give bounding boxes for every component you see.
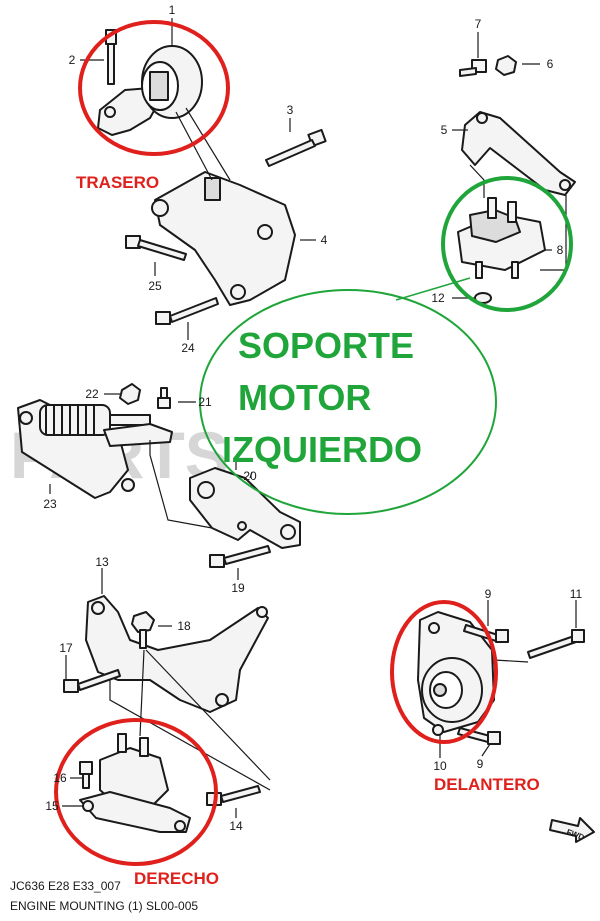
part-label-12: 12: [431, 291, 445, 305]
fwd-arrow-icon: [549, 817, 595, 843]
callout-trasero: TRASERO: [76, 173, 159, 192]
part-label-17: 17: [59, 641, 73, 655]
bolt-25-part: [125, 235, 187, 261]
part-label-16: 16: [53, 771, 67, 785]
soporte-callout-oval-green: [199, 289, 497, 515]
caption-title: ENGINE MOUNTING (1) SL00-005: [10, 899, 198, 913]
part-label-20: 20: [243, 469, 257, 483]
callout-derecho: DERECHO: [134, 869, 219, 888]
front-mount-highlight-red: [390, 600, 498, 744]
part-label-23: 23: [43, 497, 57, 511]
front-mount-10-part: [417, 611, 495, 736]
part-label-11: 11: [570, 587, 583, 601]
part-label-1: 1: [169, 3, 176, 17]
part-label-2: 2: [69, 53, 76, 67]
bracket-4-part: [151, 171, 296, 306]
part-label-9-lower: 9: [477, 757, 484, 771]
bolt-9-lower-part: [457, 727, 501, 745]
rear-mount-highlight-red: [78, 20, 230, 156]
plate-21-part: [103, 423, 173, 447]
damper-23-part: [17, 399, 151, 499]
part-label-18: 18: [177, 619, 191, 633]
part-label-5: 5: [441, 123, 448, 137]
right-mount-highlight-red: [54, 718, 218, 866]
left-mount-highlight-green: [441, 176, 573, 312]
part-label-8: 8: [557, 243, 564, 257]
mount-15-part: [79, 733, 191, 833]
bolt-21-part: [157, 387, 171, 409]
callout-soporte-line2: MOTOR: [238, 377, 371, 418]
bolt-7-part: [459, 59, 487, 77]
bolt-11-part: [527, 629, 585, 659]
bolt-19-part: [209, 545, 271, 568]
part-label-22: 22: [85, 387, 99, 401]
nut-22-part: [119, 383, 141, 405]
torque-rod-20-part: [189, 467, 301, 549]
part-label-21: 21: [198, 395, 212, 409]
part-label-25: 25: [148, 279, 162, 293]
part-label-19: 19: [231, 581, 245, 595]
caption-code: JC636 E28 E33_007: [10, 879, 121, 893]
part-label-7: 7: [475, 17, 482, 31]
part-label-13: 13: [95, 555, 109, 569]
part-label-10: 10: [433, 759, 447, 773]
part-label-24: 24: [181, 341, 195, 355]
part-label-14: 14: [229, 819, 243, 833]
mount-8-part: [457, 197, 546, 279]
callout-soporte-line3: IZQUIERDO: [222, 429, 422, 470]
bolt-16-part: [79, 761, 93, 789]
part-label-6: 6: [547, 57, 554, 71]
bolt-3-part: [265, 128, 327, 167]
nut-12-part: [474, 292, 492, 304]
part-label-15: 15: [45, 799, 59, 813]
bolt-18-part: [131, 611, 155, 649]
part-label-9-upper: 9: [485, 587, 492, 601]
part-label-3: 3: [287, 103, 294, 117]
link-5-part: [461, 111, 576, 196]
callout-soporte-line1: SOPORTE: [238, 325, 414, 366]
bolt-24-part: [155, 297, 219, 325]
bracket-13-part: [85, 595, 269, 713]
rear-bushing-part: [97, 45, 203, 136]
nut-6-part: [495, 55, 517, 76]
bolt-17-part: [63, 669, 121, 693]
callout-delantero: DELANTERO: [434, 775, 540, 794]
part-label-4: 4: [321, 233, 328, 247]
